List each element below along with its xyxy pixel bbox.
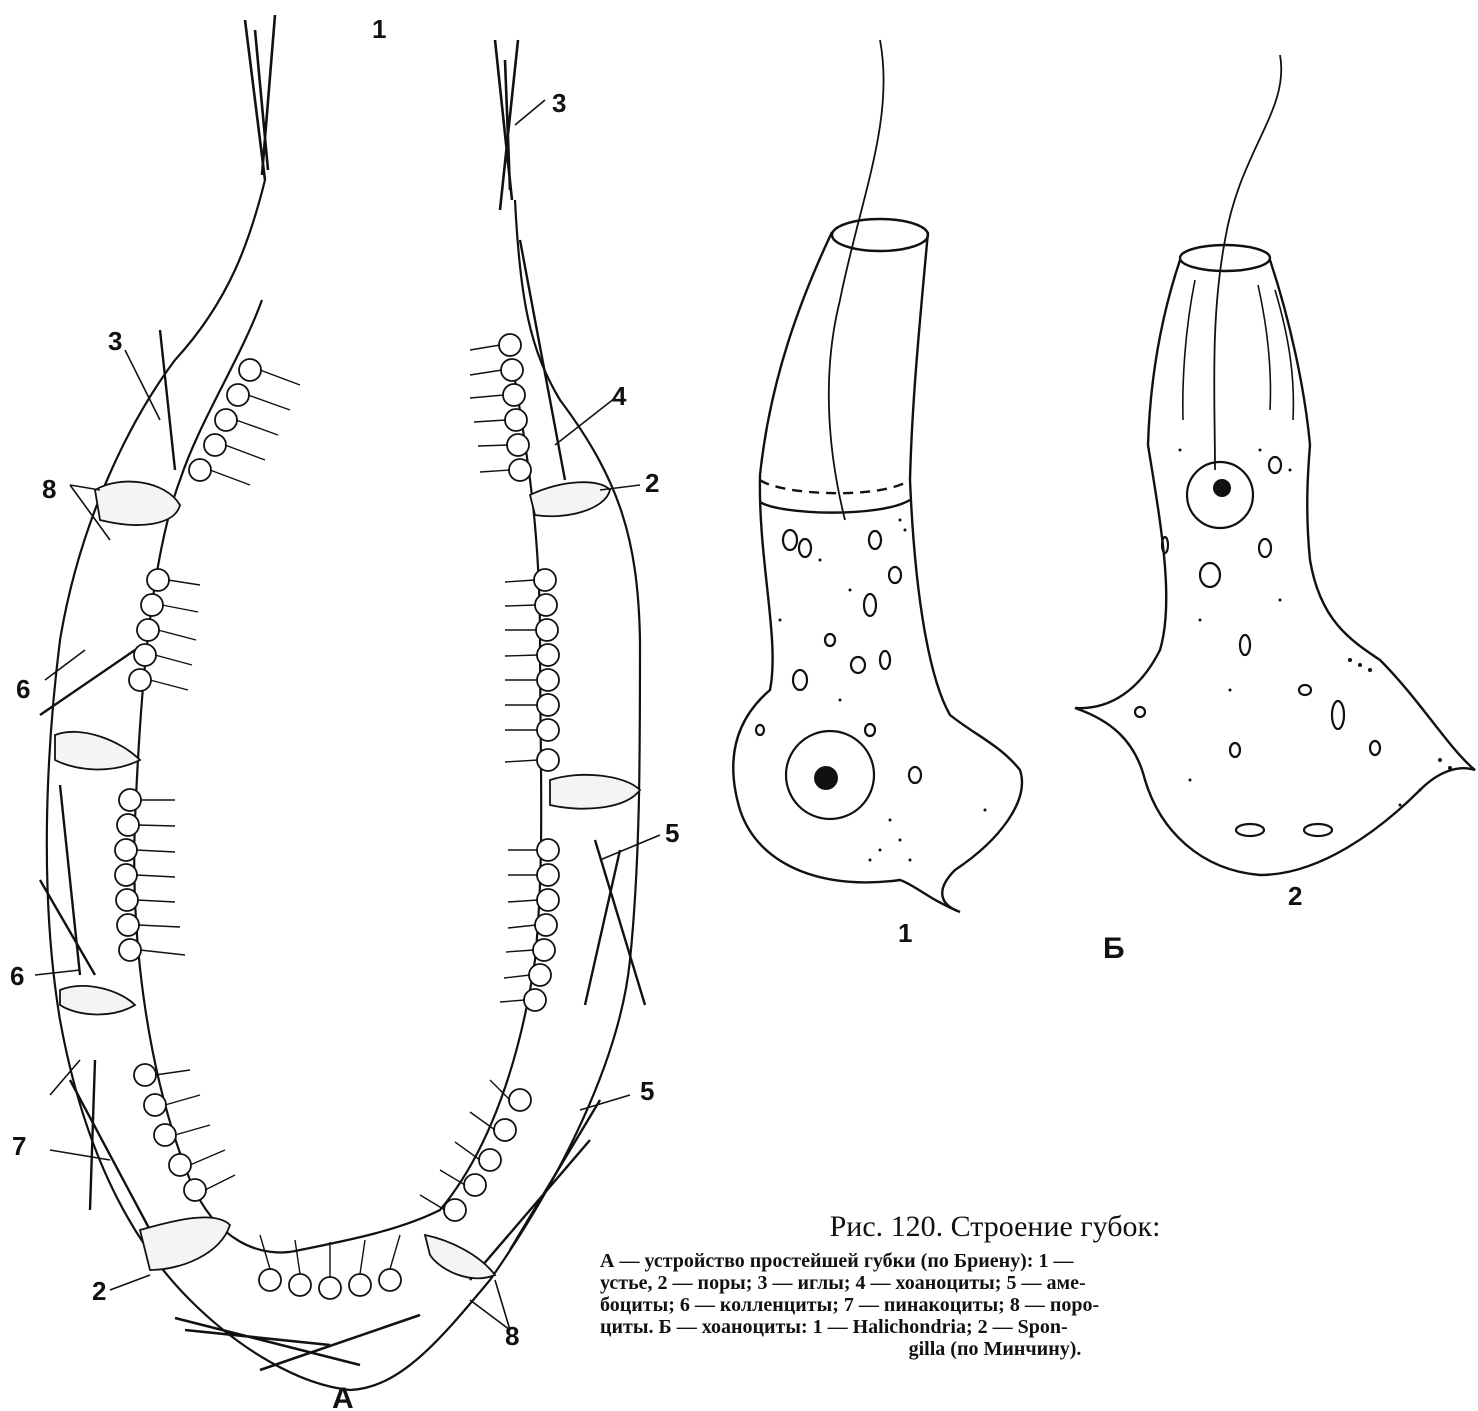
label-2-pores-right: 2 (645, 468, 659, 498)
caption-line: gilla (по Минчину). (600, 1338, 1390, 1360)
panel-a-leader-lines (35, 100, 660, 1330)
caption-body: А — устройство простейшей губки (по Брие… (600, 1250, 1390, 1360)
label-5-amoebocytes-upper: 5 (665, 818, 679, 848)
panel-a-letter: А (332, 1382, 354, 1411)
label-8-porocytes-left: 8 (42, 474, 56, 504)
panel-b-cell-2-stipple (1179, 449, 1453, 807)
panel-b-labels: 1 2 Б (898, 881, 1302, 965)
panel-b-cell-2-spongilla (1075, 55, 1475, 875)
label-8-porocytes-bottom: 8 (505, 1321, 519, 1351)
panel-b-letter: Б (1103, 932, 1125, 965)
panel-a-flagella (136, 345, 538, 1277)
label-7-pinacocytes: 7 (12, 1131, 26, 1161)
caption-title: Рис. 120. Строение губок: (600, 1210, 1390, 1244)
panel-b-cell-2-label: 2 (1288, 881, 1302, 911)
label-6-collencytes-lower: 6 (10, 961, 24, 991)
label-6-collencytes-upper: 6 (16, 674, 30, 704)
panel-b-cell-1-vacuoles (756, 530, 921, 783)
label-4-choanocytes: 4 (612, 381, 627, 411)
caption-line: боциты; 6 — колленциты; 7 — пинакоциты; … (600, 1294, 1390, 1316)
caption-line: циты. Б — хоаноциты: 1 — Halichondria; 2… (600, 1316, 1390, 1338)
label-3-spicules-left: 3 (108, 326, 122, 356)
panel-a-choanocytes-right (259, 334, 559, 1299)
label-3-spicules-right: 3 (552, 88, 566, 118)
panel-a-labels: 1 3 3 4 2 8 6 6 5 5 7 2 8 А (10, 14, 679, 1411)
panel-b-cell-1-stipple (779, 519, 987, 862)
caption-line: устье, 2 — поры; 3 — иглы; 4 — хоаноциты… (600, 1272, 1390, 1294)
caption-line: А — устройство простейшей губки (по Брие… (600, 1250, 1390, 1272)
label-1-osculum: 1 (372, 14, 386, 44)
panel-b-cell-1-halichondria (733, 40, 1022, 912)
label-5-amoebocytes-lower: 5 (640, 1076, 654, 1106)
panel-b-cell-2-vacuoles (1135, 457, 1380, 836)
label-2-pores-bottom: 2 (92, 1276, 106, 1306)
panel-b-cell-1-label: 1 (898, 918, 912, 948)
figure-caption: Рис. 120. Строение губок: А — устройство… (600, 1210, 1390, 1360)
